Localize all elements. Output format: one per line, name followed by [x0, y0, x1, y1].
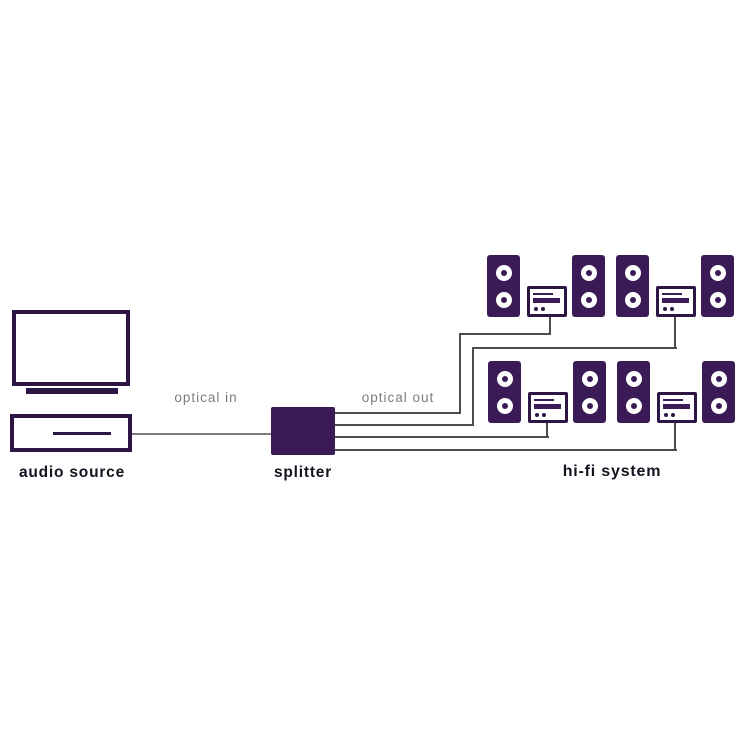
hifi-unit-top-right — [616, 255, 734, 317]
speaker-driver — [495, 264, 512, 281]
speaker-icon — [488, 361, 521, 423]
receiver-bar — [533, 298, 560, 303]
splitter-label: splitter — [273, 464, 333, 481]
speaker-icon — [616, 255, 649, 317]
speaker-icon — [572, 255, 605, 317]
speaker-icon — [617, 361, 650, 423]
speaker-driver — [625, 397, 642, 414]
receiver-knob — [670, 307, 674, 311]
receiver-knob — [542, 413, 546, 417]
speaker-driver — [709, 264, 726, 281]
splitter-box — [271, 407, 335, 455]
cable-1-segment — [459, 333, 461, 414]
receiver-display — [533, 293, 553, 295]
monitor-icon — [12, 310, 130, 386]
speaker-driver — [709, 291, 726, 308]
cable-1-segment — [459, 333, 551, 335]
cable-3-segment — [335, 436, 549, 438]
cable-1-segment — [335, 412, 461, 414]
receiver-knob — [534, 307, 538, 311]
receiver-bar — [534, 404, 561, 409]
speaker-driver — [496, 370, 513, 387]
optical-in-label: optical in — [174, 390, 238, 405]
receiver-icon — [657, 392, 697, 423]
receiver-display — [663, 399, 683, 401]
receiver-icon — [528, 392, 568, 423]
receiver-knob — [671, 413, 675, 417]
cable-4-segment — [674, 423, 676, 451]
receiver-knob — [541, 307, 545, 311]
cable-2-segment — [335, 424, 474, 426]
cable-2-segment — [674, 317, 676, 349]
speaker-driver — [495, 291, 512, 308]
receiver-knob — [664, 413, 668, 417]
receiver-icon — [656, 286, 696, 317]
speaker-icon — [573, 361, 606, 423]
speaker-driver — [710, 397, 727, 414]
cable-1-segment — [549, 317, 551, 335]
cable-2-segment — [472, 347, 677, 349]
monitor-stand — [26, 388, 118, 394]
media-player-slot — [53, 432, 111, 435]
speaker-icon — [702, 361, 735, 423]
speaker-driver — [580, 264, 597, 281]
speaker-driver — [625, 370, 642, 387]
hifi-system-label: hi-fi system — [562, 463, 662, 480]
receiver-icon — [527, 286, 567, 317]
cable-2-segment — [472, 347, 474, 426]
audio-source-label: audio source — [18, 464, 126, 481]
hifi-unit-top-left — [487, 255, 605, 317]
hifi-unit-bottom-right — [617, 361, 735, 423]
speaker-driver — [581, 370, 598, 387]
receiver-knob — [535, 413, 539, 417]
receiver-display — [662, 293, 682, 295]
receiver-display — [534, 399, 554, 401]
optical-in-cable — [132, 433, 271, 435]
receiver-bar — [663, 404, 690, 409]
speaker-driver — [496, 397, 513, 414]
speaker-driver — [581, 397, 598, 414]
optical-out-label: optical out — [361, 390, 435, 405]
speaker-driver — [580, 291, 597, 308]
cable-4-segment — [335, 449, 677, 451]
speaker-driver — [624, 264, 641, 281]
speaker-driver — [624, 291, 641, 308]
speaker-icon — [487, 255, 520, 317]
receiver-bar — [662, 298, 689, 303]
speaker-icon — [701, 255, 734, 317]
hifi-unit-bottom-left — [488, 361, 606, 423]
receiver-knob — [663, 307, 667, 311]
cable-3-segment — [546, 423, 548, 438]
speaker-driver — [710, 370, 727, 387]
